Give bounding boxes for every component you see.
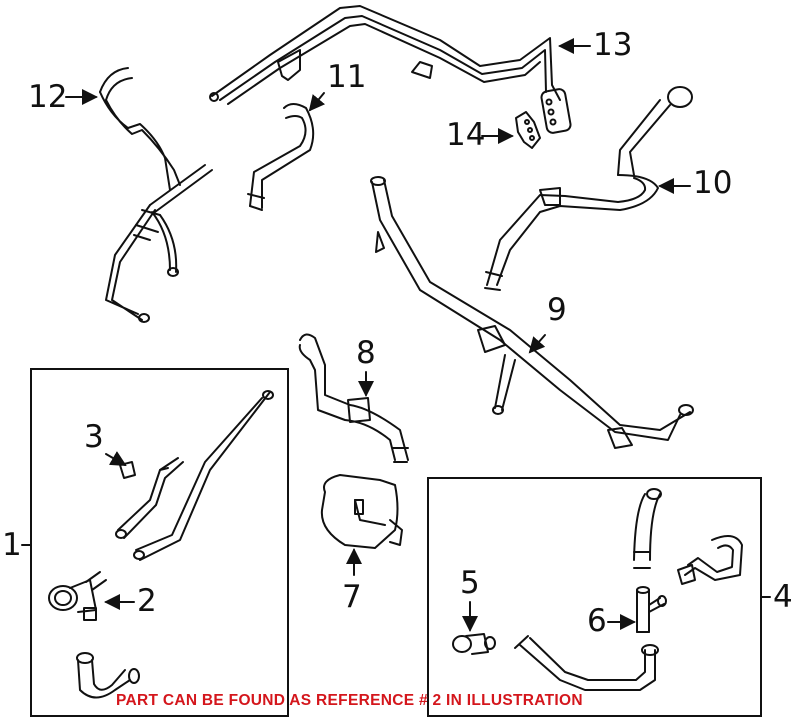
part-3-cap — [119, 461, 136, 479]
part-2-fitting — [48, 571, 107, 621]
box-4-bottom-hose — [514, 635, 659, 691]
callout-6: 6 — [587, 603, 607, 639]
callout-12: 12 — [28, 79, 68, 115]
part-13-pipe — [209, 5, 572, 134]
callout-1: 1 — [2, 527, 22, 563]
group-box-1 — [30, 368, 289, 717]
callout-7: 7 — [342, 579, 362, 615]
box-1-bottom-hose — [76, 652, 140, 699]
callout-2: 2 — [137, 583, 157, 619]
part-9-pipe — [370, 176, 694, 449]
box-4-top-hose — [633, 488, 662, 569]
callout-8: 8 — [356, 335, 376, 371]
callout-9: 9 — [547, 292, 567, 328]
callout-14: 14 — [446, 117, 486, 153]
reference-note: PART CAN BE FOUND AS REFERENCE # 2 IN IL… — [116, 692, 583, 709]
part-5-fitting — [452, 633, 496, 655]
part-12-hose — [99, 67, 213, 323]
part-6-tee — [636, 586, 667, 633]
part-11-hose — [247, 103, 315, 211]
part-14-gasket — [515, 111, 541, 149]
callout-13: 13 — [593, 27, 633, 63]
callout-3: 3 — [84, 419, 104, 455]
callout-4: 4 — [773, 579, 793, 615]
part-10-hose — [484, 86, 693, 291]
part-8-hose — [298, 333, 409, 463]
callout-11: 11 — [327, 59, 367, 95]
callout-10: 10 — [693, 165, 733, 201]
part-7-pump — [320, 474, 403, 549]
box-4-right-hose — [677, 535, 743, 585]
callout-5: 5 — [460, 565, 480, 601]
box-1-hoses — [115, 390, 274, 561]
